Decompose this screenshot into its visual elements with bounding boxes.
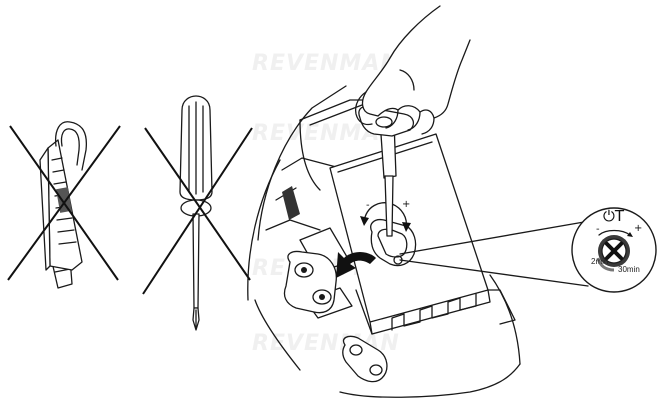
- utility-knife-icon: [39, 121, 88, 289]
- curved-arrow-icon: [336, 252, 376, 278]
- timer-symbol: ⏻T: [603, 207, 625, 225]
- connector-cap: [283, 250, 337, 314]
- bottom-cap: [342, 335, 388, 383]
- timer-max-label: 30min: [618, 265, 640, 274]
- timer-knob: [370, 218, 417, 267]
- timer-minus: -: [596, 224, 600, 235]
- prohibited-cross-icon: [7, 125, 121, 281]
- timer-min-label: 2min: [591, 257, 608, 266]
- hand-icon: [354, 5, 471, 135]
- callout-lines: [399, 221, 589, 287]
- plus-sign: +: [402, 199, 410, 210]
- watermark-text: REVENMAN: [252, 51, 400, 76]
- timer-plus: +: [634, 223, 642, 234]
- prohibited-cross-icon: [142, 127, 253, 295]
- timer-dial-icon: ⏻T - + 2min 30min: [571, 207, 657, 293]
- minus-sign: -: [366, 200, 370, 211]
